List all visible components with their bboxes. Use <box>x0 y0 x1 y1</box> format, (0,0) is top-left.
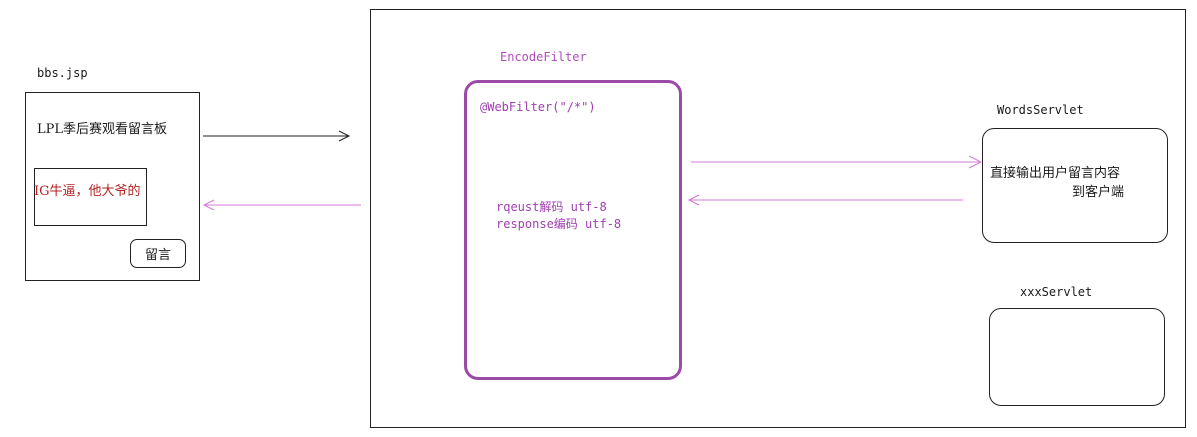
words-servlet-name: WordsServlet <box>997 103 1084 117</box>
response-arrow-servlet-to-filter <box>687 194 963 206</box>
jsp-file-label: bbs.jsp <box>37 66 88 80</box>
submit-message-button[interactable]: 留言 <box>130 239 186 268</box>
xxx-servlet-name: xxxServlet <box>1020 285 1093 299</box>
filter-response-line: response编码 utf-8 <box>496 217 622 231</box>
request-arrow-page-to-filter <box>203 130 351 142</box>
response-arrow-filter-to-page <box>202 199 361 211</box>
filter-annotation: @WebFilter("/*") <box>480 100 596 114</box>
words-servlet-description: 直接输出用户留言内容 到客户端 <box>990 164 1124 202</box>
message-input[interactable] <box>34 168 147 226</box>
xxx-servlet-box <box>989 308 1165 406</box>
words-servlet-box <box>982 128 1168 243</box>
server-container-box <box>370 9 1186 428</box>
filter-request-line: rqeust解码 utf-8 <box>496 200 607 214</box>
request-arrow-filter-to-servlet <box>691 155 983 169</box>
message-input-value: IG牛逼，他大爷的 <box>34 184 141 199</box>
filter-name: EncodeFilter <box>500 50 587 64</box>
encode-filter-box <box>464 80 682 380</box>
words-servlet-desc-line-1: 直接输出用户留言内容 <box>990 166 1121 181</box>
jsp-page-title: LPL季后赛观看留言板 <box>37 122 168 137</box>
jsp-page-box <box>25 92 200 281</box>
words-servlet-desc-line-2: 到客户端 <box>1072 185 1125 200</box>
